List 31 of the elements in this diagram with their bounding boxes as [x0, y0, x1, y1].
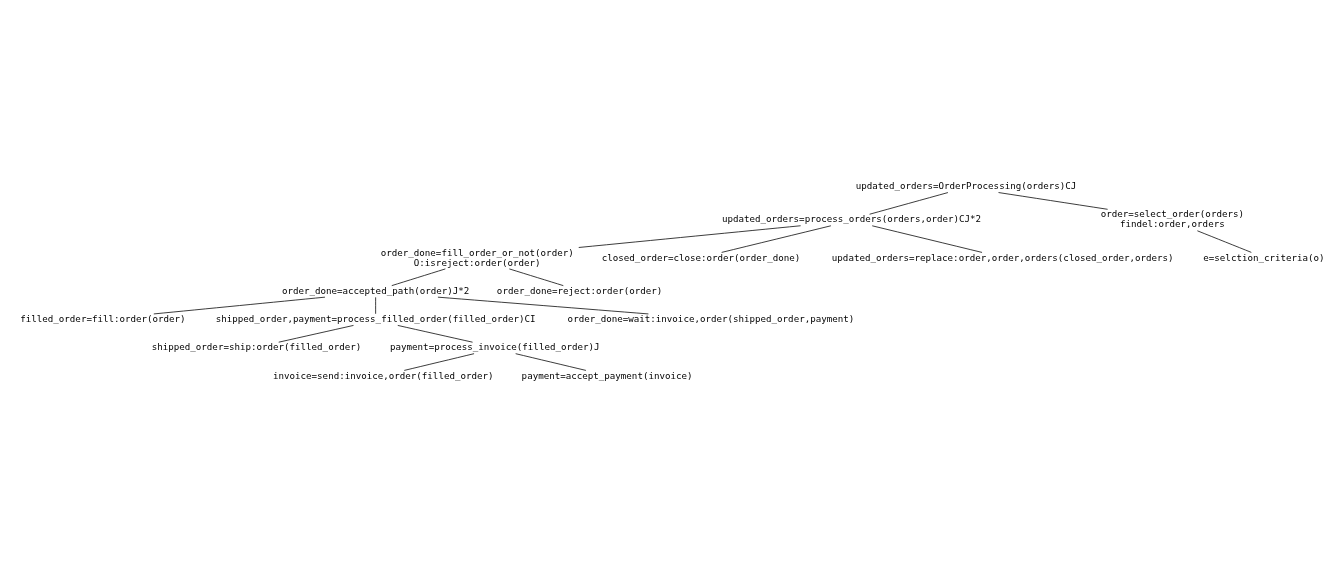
connector [391, 268, 446, 286]
node-text: invoice=send:invoice,order(filled_order) [273, 369, 494, 381]
node-text: payment=process_invoice(filled_order)J [390, 340, 600, 352]
connector [403, 352, 475, 371]
connector [869, 191, 949, 215]
connector [721, 224, 832, 253]
connector [375, 296, 376, 314]
node-text: closed_order=close:order(order_done) [601, 251, 801, 263]
connector [578, 224, 801, 248]
connector [397, 324, 473, 343]
connector [871, 224, 983, 253]
node-text: updated_orders=OrderProcessing(orders)CJ [855, 179, 1077, 191]
node-text: order_done=accepted_path(order)J*2 [281, 284, 470, 296]
connector [508, 268, 564, 286]
node-text: order_done=reject:order(order) [496, 284, 663, 296]
node-text: updated_orders=process_orders(orders,order)CJ*2 [721, 212, 982, 224]
connector [153, 296, 326, 314]
node-text: e=selction_criteria(o) [1203, 251, 1325, 263]
connector [278, 324, 354, 343]
node-text: payment=accept_payment(invoice) [521, 369, 693, 381]
node-text: shipped_order=ship:order(filled_order) [151, 340, 362, 352]
connector [437, 296, 649, 314]
node-text: updated_orders=replace:order,order,orders(closed_order,orders) [831, 251, 1174, 263]
node-text: filled_order=fill:order(order) [20, 312, 186, 324]
node-text: shipped_order,payment=process_filled_order(filled_order)CI [215, 312, 536, 324]
connector [515, 352, 587, 371]
node-text: order_done=fill_order_or_not(order) O:isreject:order(order) [380, 246, 574, 268]
connector [998, 191, 1108, 210]
node-text: order=select_order(orders) findel:order,orders [1100, 207, 1244, 229]
connector [1196, 229, 1252, 253]
node-text: order_done=wait:invoice,order(shipped_order,payment) [567, 312, 855, 324]
